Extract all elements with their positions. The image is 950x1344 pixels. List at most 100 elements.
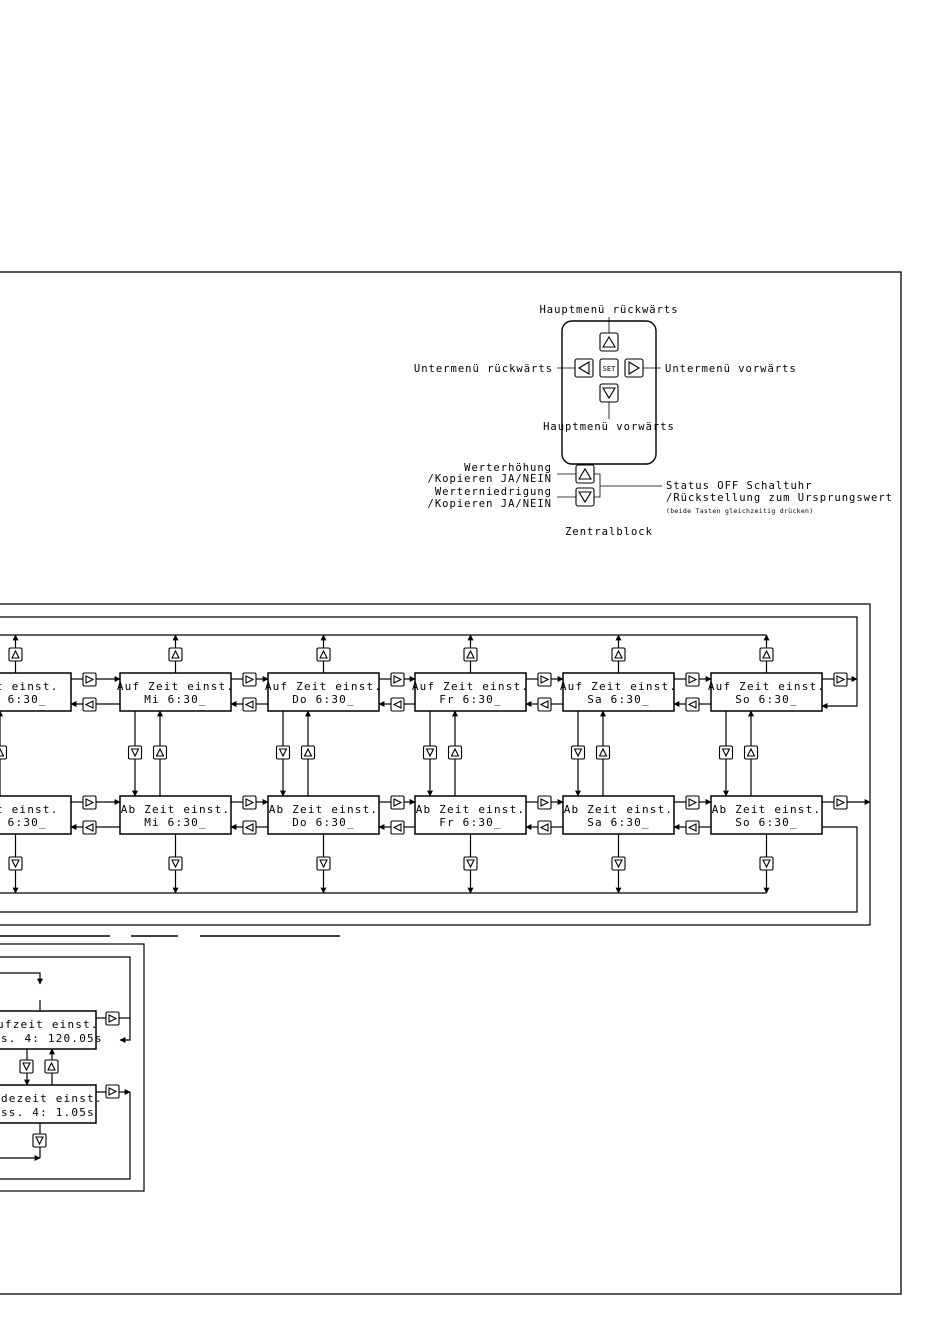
down-icon — [602, 387, 616, 400]
right-icon — [393, 675, 403, 684]
auf-box-0[interactable] — [0, 672, 72, 712]
auf-box-3-line1: Auf Zeit einst. — [412, 680, 529, 693]
ab-box-1-line1: Ab Zeit einst. — [121, 803, 231, 816]
right-icon — [393, 798, 403, 807]
decrease-key[interactable] — [575, 487, 595, 507]
down-icon — [22, 1062, 31, 1072]
week-frame — [0, 603, 871, 926]
up-icon — [746, 747, 756, 757]
left-icon — [244, 700, 254, 709]
left-key[interactable] — [574, 358, 594, 378]
lower-box-endtime[interactable] — [0, 1084, 97, 1124]
right-key[interactable] — [624, 358, 644, 378]
auf-box-3[interactable] — [414, 672, 527, 712]
down-icon — [425, 748, 435, 758]
right-icon — [628, 361, 641, 375]
left-icon — [84, 823, 94, 832]
up-icon — [11, 649, 20, 659]
increase-key[interactable] — [575, 464, 595, 484]
untermenu-fwd-label: Untermenü vorwärts — [665, 363, 797, 375]
right-icon — [245, 798, 255, 807]
ab-box-3-line2: Fr 6:30_ — [439, 816, 502, 829]
down-icon — [466, 859, 475, 869]
auf-box-2-line2: Do 6:30_ — [292, 693, 355, 706]
down-icon — [130, 748, 140, 758]
left-icon — [392, 823, 402, 832]
ab-box-0-line2: Di 6:30_ — [0, 816, 47, 829]
auf-box-2-line1: Auf Zeit einst. — [265, 680, 382, 693]
left-icon — [244, 823, 254, 832]
lower-box-runtime[interactable] — [0, 1010, 97, 1050]
right-icon — [688, 798, 698, 807]
ab-box-4[interactable] — [562, 795, 675, 835]
lower-box-runtime-line2: ass. 4: 120.05s — [0, 1032, 103, 1045]
auf-box-5[interactable] — [710, 672, 823, 712]
left-icon — [687, 823, 697, 832]
up-icon — [155, 747, 165, 757]
set-label: SET — [603, 365, 616, 373]
ab-box-2-line1: Ab Zeit einst. — [269, 803, 379, 816]
right-icon — [85, 675, 95, 684]
weekly-menu-flow: Zeit einst.Di 6:30_Zeit einst.Di 6:30_Au… — [0, 603, 871, 926]
ab-box-1-line2: Mi 6:30_ — [144, 816, 207, 829]
auf-box-1-line2: Mi 6:30_ — [144, 693, 207, 706]
down-icon — [721, 748, 731, 758]
page-frame — [0, 271, 902, 1295]
hauptmenu-back-label: Hauptmenü rückwärts — [539, 304, 678, 316]
left-icon — [392, 700, 402, 709]
lower-box-endtime-line1: endezeit einst. — [0, 1092, 103, 1105]
ab-box-1[interactable] — [119, 795, 232, 835]
lower-frame — [0, 943, 145, 1192]
right-icon — [245, 675, 255, 684]
untermenu-back-label: Untermenü rückwärts — [414, 363, 553, 375]
right-icon — [540, 675, 550, 684]
ab-box-0-line1: Zeit einst. — [0, 803, 59, 816]
right-icon — [836, 798, 846, 807]
status-label: Status OFF Schaltuhr — [666, 480, 812, 492]
ab-box-5[interactable] — [710, 795, 823, 835]
hauptmenu-fwd-label: Hauptmenü vorwärts — [543, 421, 675, 433]
up-icon — [466, 649, 475, 659]
up-key[interactable] — [0, 745, 8, 760]
ab-loop-line — [0, 826, 858, 913]
right-icon — [108, 1087, 118, 1096]
ab-box-2-line2: Do 6:30_ — [292, 816, 355, 829]
left-icon — [84, 700, 94, 709]
right-icon — [688, 675, 698, 684]
keypad-legend: SET Hauptmenü rückwärts Hauptmenü vorwär… — [414, 304, 892, 538]
auf-box-1-line1: Auf Zeit einst. — [117, 680, 234, 693]
up-icon — [450, 747, 460, 757]
up-icon — [319, 649, 328, 659]
down-icon — [171, 859, 180, 869]
auf-box-0-line1: Zeit einst. — [0, 680, 59, 693]
auf-box-5-line1: Auf Zeit einst. — [708, 680, 825, 693]
up-icon — [762, 649, 771, 659]
up-icon — [602, 335, 616, 348]
auf-loop-line — [0, 616, 858, 709]
ab-box-3[interactable] — [414, 795, 527, 835]
right-icon — [85, 798, 95, 807]
down-icon — [578, 491, 592, 504]
ab-box-0[interactable] — [0, 795, 72, 835]
ab-box-3-line1: Ab Zeit einst. — [416, 803, 526, 816]
set-key[interactable] — [599, 358, 619, 378]
auf-box-4-line2: Sa 6:30_ — [587, 693, 650, 706]
status-note: (beide Tasten gleichzeitig drücken) — [666, 507, 813, 515]
up-icon — [578, 467, 592, 480]
up-icon — [171, 649, 180, 659]
auf-box-0-line2: Di 6:30_ — [0, 693, 47, 706]
up-icon — [47, 1061, 56, 1071]
down-icon — [762, 859, 771, 869]
up-key[interactable] — [599, 332, 619, 352]
down-icon — [35, 1136, 44, 1146]
down-key[interactable] — [599, 383, 619, 403]
down-icon — [11, 859, 20, 869]
up-icon — [0, 747, 5, 757]
down-icon — [278, 748, 288, 758]
up-icon — [303, 747, 313, 757]
decrease-label: Werterniedrigung — [435, 486, 552, 498]
auf-box-4[interactable] — [562, 672, 675, 712]
left-icon — [539, 823, 549, 832]
ab-box-5-line1: Ab Zeit einst. — [712, 803, 822, 816]
